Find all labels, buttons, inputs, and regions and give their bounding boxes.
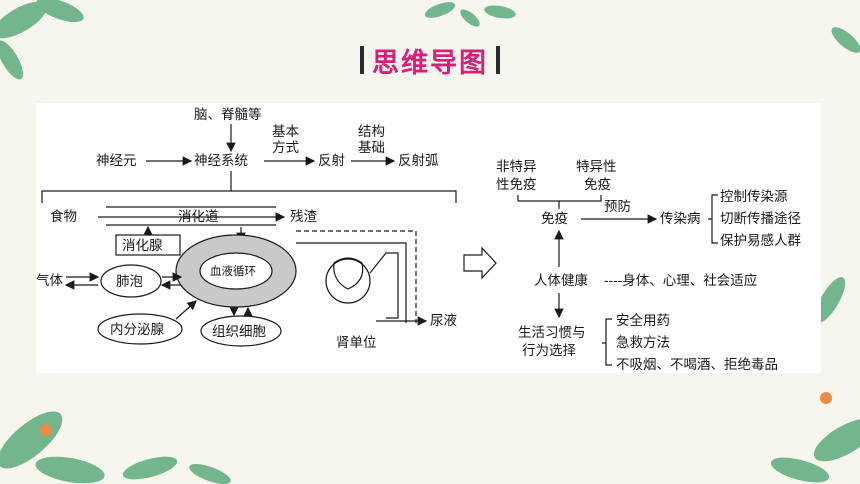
renal-tubule [369,252,399,319]
endocrine-gland-label: 内分泌腺 [110,322,164,338]
nervous-system-brace [41,190,457,203]
infectious-disease-label: 传染病 [660,211,701,227]
health-label: 人体健康 [534,272,588,289]
specific-label-1: 特异性 [576,159,617,175]
alveoli-label: 肺泡 [116,274,143,290]
nonspecific-label-1: 非特异 [496,159,537,175]
page-title: 思维导图 [372,47,488,79]
specific-label-2: 免疫 [584,177,611,193]
title-bar-left [360,46,364,74]
circulation-inner [199,252,273,290]
gas-label: 气体 [36,273,63,289]
digestive-gland-label: 消化腺 [122,238,163,254]
tissue-node [200,315,282,347]
glomerulus [333,257,364,290]
digestive-tract-label: 消化道 [178,209,219,225]
endocrine-arrow [175,300,197,320]
renal-artery [296,242,407,323]
lifestyle-label-1: 生活习惯与 [518,324,586,341]
immunity-label: 免疫 [541,211,568,227]
choice-3: 不吸烟、不喝酒、拒绝毒品 [616,357,778,373]
blood-circulation-label: 血液循环 [210,264,256,278]
choice-1: 安全用药 [616,312,670,329]
endocrine-node [97,313,183,345]
measure-3: 保护易感人群 [720,232,801,249]
brain-label: 脑、脊髓等 [194,106,262,123]
reflex-arc-label: 反射弧 [398,153,439,169]
mind-map-diagram: 脑、脊髓等 神经元 神经系统 基本 方式 反射 结构 基础 反射弧 食物 消化道… [36,106,801,373]
basic-way-label-2: 方式 [272,140,299,156]
title-area: 思维导图 [330,40,530,80]
renal-vein [296,230,417,323]
choice-2: 急救方法 [616,335,670,351]
measure-1: 控制传染源 [720,189,788,205]
nephron-capsule [325,258,371,304]
reflex-label: 反射 [318,153,345,169]
structure-label-2: 基础 [358,139,385,156]
transition-arrow [463,246,497,280]
mind-map-panel: 脑、脊髓等 神经元 神经系统 基本 方式 反射 结构 基础 反射弧 食物 消化道… [36,103,821,373]
measure-2: 切断传播途径 [720,210,801,227]
nonspecific-label-2: 性免疫 [496,177,537,193]
urine-label: 尿液 [430,313,457,329]
residue-label: 残渣 [290,209,317,225]
nervous-system-label: 神经系统 [194,153,248,169]
lifestyle-label-2: 行为选择 [522,343,576,359]
basic-way-label-1: 基本 [272,123,299,140]
health-aspects-label: ----身体、心理、社会适应 [604,272,757,289]
tissue-cells-label: 组织细胞 [212,324,266,340]
structure-label-1: 结构 [358,124,385,140]
prevention-label: 预防 [604,199,631,215]
measures-brace [708,194,718,244]
title-bar-right [496,46,500,74]
food-label: 食物 [50,208,77,225]
choices-brace [602,318,612,366]
neuron-label: 神经元 [96,153,137,169]
nephron-label: 肾单位 [336,335,377,351]
immunity-brace [517,195,602,202]
